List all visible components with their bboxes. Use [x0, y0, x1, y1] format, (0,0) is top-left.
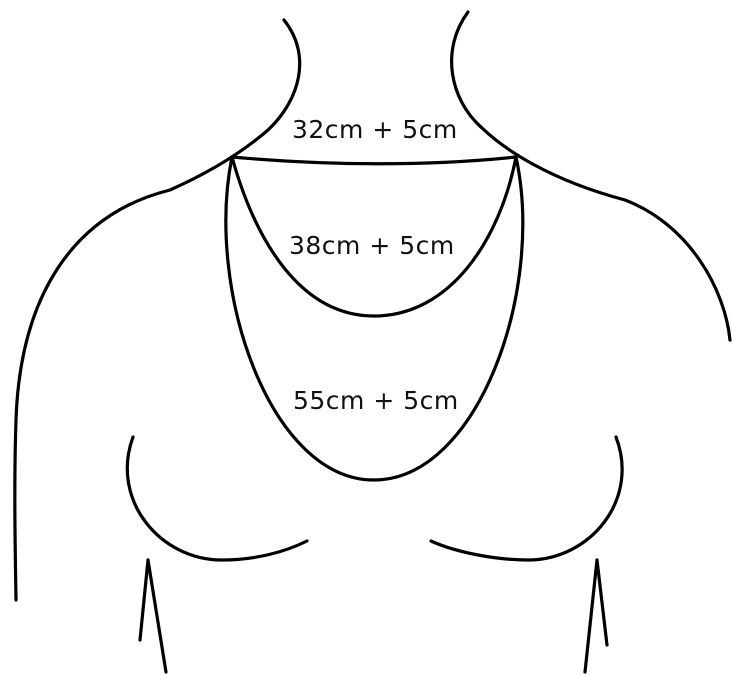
arm-right-line-a [597, 560, 607, 645]
arm-left-line-b [148, 560, 166, 672]
neck-left-outline [15, 20, 300, 600]
necklace-long-label: 55cm + 5cm [293, 388, 459, 413]
necklace-long-line [226, 157, 523, 480]
neck-right-outline [452, 12, 730, 340]
necklace-medium-label: 38cm + 5cm [289, 233, 455, 258]
necklace-short-label: 32cm + 5cm [292, 117, 458, 142]
chest-right-curve [431, 437, 622, 560]
arm-right-line-b [585, 560, 597, 672]
necklace-short-line [232, 157, 516, 164]
chest-left-curve [127, 437, 307, 560]
arm-left-line-a [140, 560, 148, 640]
